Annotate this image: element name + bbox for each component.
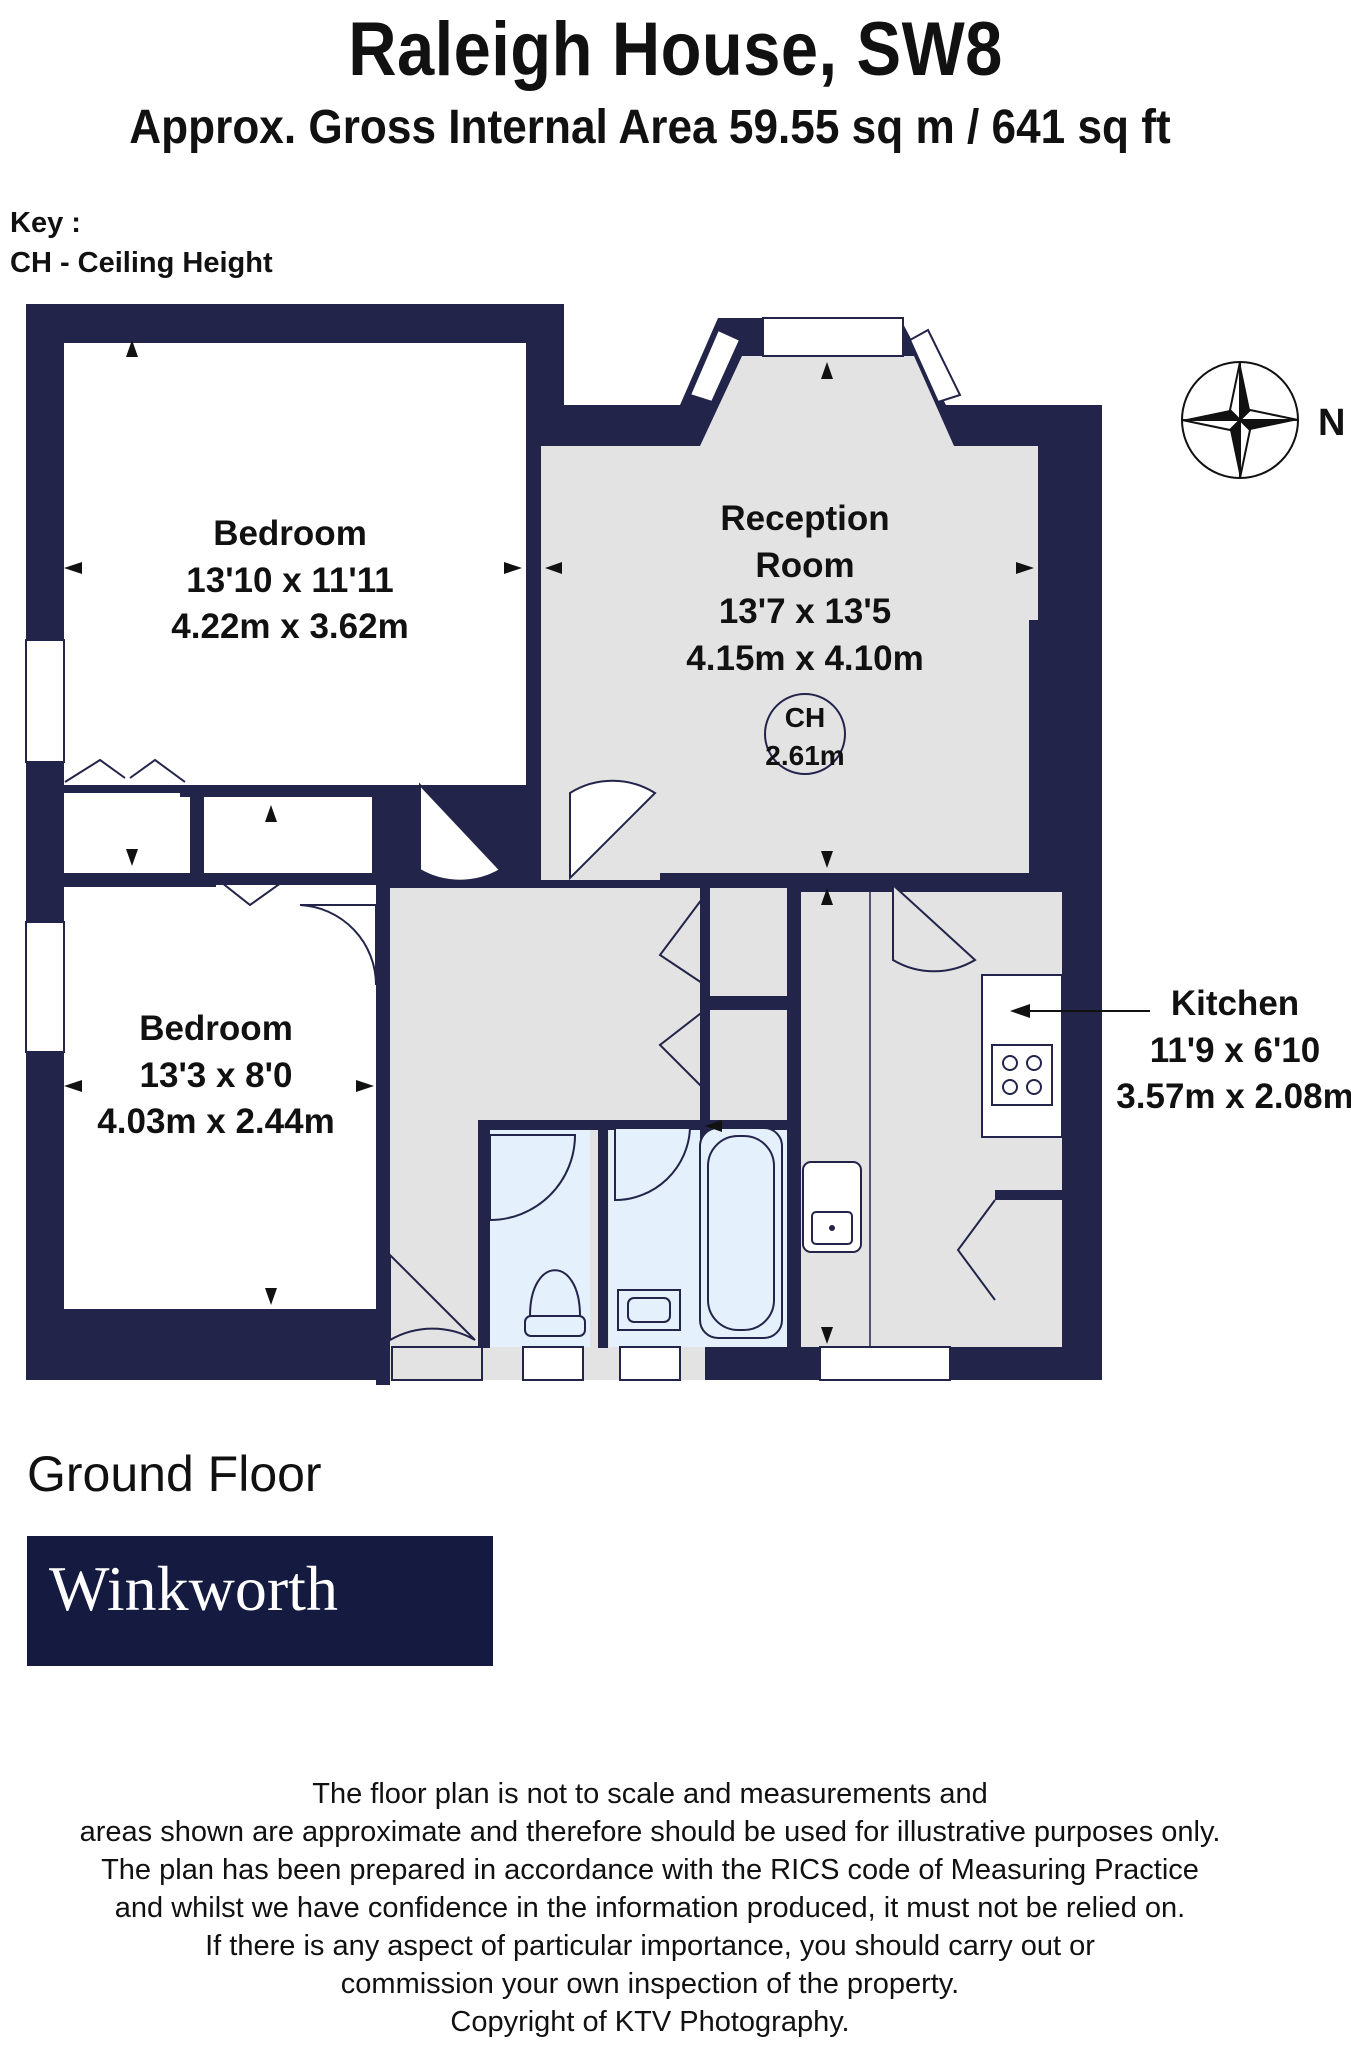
- doors: [64, 758, 996, 1342]
- kitchen-imperial: 11'9 x 6'10: [1150, 1031, 1320, 1070]
- compass-north-label: N: [1318, 402, 1345, 444]
- disclaimer-line: The plan has been prepared in accordance…: [101, 1854, 1199, 1886]
- dimension-arrows: [64, 340, 1034, 1344]
- bedroom1-name: Bedroom: [213, 514, 367, 553]
- bath-icon: [699, 1127, 783, 1339]
- hob-icon: [991, 1044, 1053, 1106]
- bedroom2-metric: 4.03m x 2.44m: [97, 1102, 334, 1141]
- ceiling-label: CH: [785, 702, 825, 733]
- basin-icon: [617, 1289, 681, 1331]
- reception-metric: 4.15m x 4.10m: [686, 639, 923, 678]
- ceiling-height-marker: CH 2.61m: [764, 693, 846, 775]
- kitchen-name: Kitchen: [1171, 984, 1299, 1023]
- room-labels: Bedroom 13'10 x 11'11 4.22m x 3.62m Rece…: [97, 499, 1351, 1141]
- disclaimer-line: If there is any aspect of particular imp…: [205, 1930, 1095, 1962]
- kitchen-fittings: [524, 888, 1063, 1347]
- windows: [25, 317, 962, 1381]
- reception-imperial: 13'7 x 13'5: [719, 592, 891, 631]
- brand-logo: Winkworth: [27, 1536, 493, 1666]
- disclaimer-line: and whilst we have confidence in the inf…: [114, 1892, 1186, 1924]
- reception-name-line2: Room: [755, 546, 854, 585]
- compass-icon: N: [1181, 361, 1345, 479]
- bedroom2-name: Bedroom: [139, 1009, 293, 1048]
- brand-name: Winkworth: [49, 1553, 338, 1624]
- gross-area: Approx. Gross Internal Area 59.55 sq m /…: [129, 101, 1171, 154]
- reception-name-line1: Reception: [720, 499, 889, 538]
- disclaimer: The floor plan is not to scale and measu…: [0, 1775, 1300, 2041]
- bedroom2-imperial: 13'3 x 8'0: [140, 1056, 293, 1095]
- interior-walls: [26, 330, 1102, 1385]
- kitchen-pointer: [1010, 1004, 1150, 1018]
- key-legend: Key : CH - Ceiling Height: [10, 203, 273, 283]
- disclaimer-line: Copyright of KTV Photography.: [450, 2006, 850, 2038]
- bedroom1-imperial: 13'10 x 11'11: [186, 561, 393, 600]
- page-title: Raleigh House, SW8: [348, 7, 1003, 92]
- kitchen-metric: 3.57m x 2.08m: [1116, 1077, 1351, 1116]
- room-floors: [64, 343, 1062, 1380]
- disclaimer-line: The floor plan is not to scale and measu…: [312, 1778, 988, 1810]
- disclaimer-line: areas shown are approximate and therefor…: [79, 1816, 1221, 1848]
- sink-icon: [802, 1161, 862, 1253]
- bedroom1-metric: 4.22m x 3.62m: [171, 607, 408, 646]
- toilet-icon: [524, 1269, 586, 1337]
- key-item-ceiling-height: CH - Ceiling Height: [10, 247, 273, 279]
- floor-plan: CH 2.61m Bedroom 13'10 x 11'11 4.22m x 3…: [25, 304, 1351, 1385]
- ceiling-value: 2.61m: [765, 740, 844, 771]
- floor-label: Ground Floor: [27, 1446, 322, 1502]
- key-heading: Key :: [10, 207, 81, 239]
- disclaimer-line: commission your own inspection of the pr…: [340, 1968, 960, 2000]
